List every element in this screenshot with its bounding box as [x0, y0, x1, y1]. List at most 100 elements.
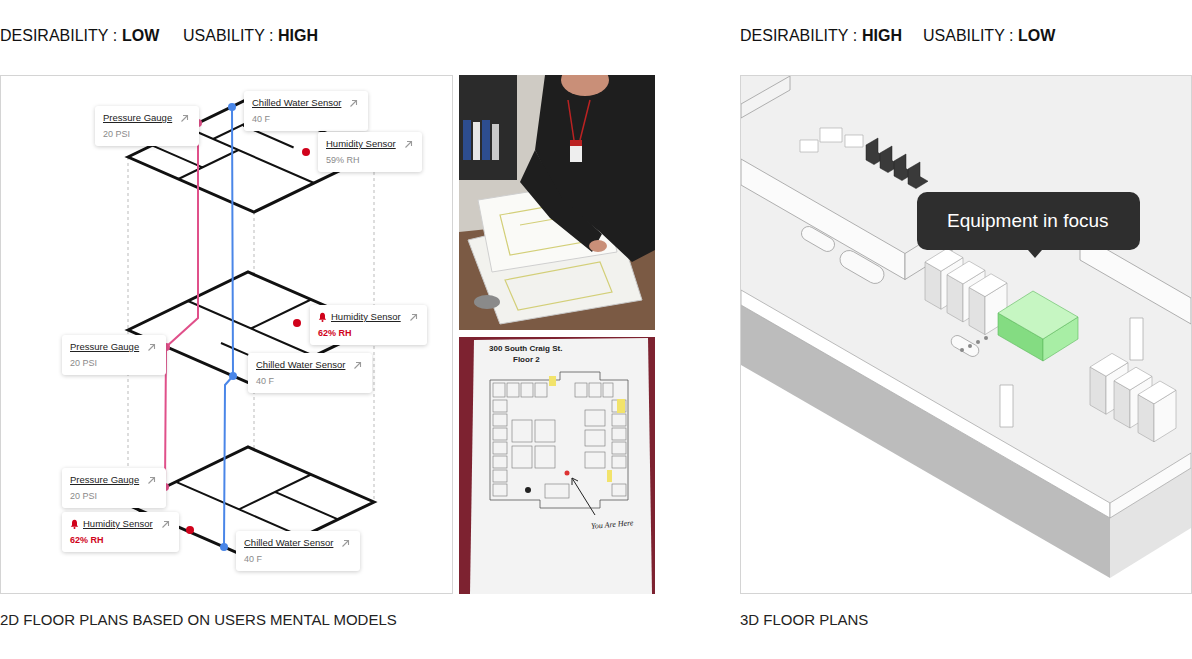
sensor-name: Humidity Sensor — [326, 138, 396, 150]
photo-binder — [492, 124, 499, 160]
box-top — [969, 274, 1007, 297]
photo-badge-band — [570, 140, 582, 146]
box-top — [925, 248, 963, 271]
tank — [799, 224, 837, 254]
focused-equipment — [998, 291, 1078, 361]
link-arrow — [149, 477, 155, 483]
map-room — [603, 383, 613, 397]
map-room — [612, 414, 626, 426]
sensor-card: Chilled Water Sensor 40 F — [248, 353, 372, 393]
card-title-row: Humidity Sensor — [318, 311, 419, 323]
photo-sign-text: Floor 2 — [513, 355, 540, 365]
map-room — [612, 456, 626, 468]
map-room — [512, 446, 532, 468]
map-room — [612, 428, 626, 440]
cabinet — [800, 140, 818, 152]
open-link-icon — [349, 99, 358, 108]
photo-binder — [463, 120, 471, 160]
map-room — [493, 442, 507, 454]
water-dot — [220, 543, 228, 551]
box-top — [998, 291, 1078, 339]
open-link-icon — [404, 140, 413, 149]
top-cabinets — [800, 128, 863, 152]
photo-binder — [473, 122, 480, 160]
water-dot — [228, 103, 236, 111]
outer-wall — [741, 290, 1110, 518]
sensor-card: Humidity Sensor 62% RH — [310, 305, 427, 345]
rating-label: USABILITY : — [183, 26, 273, 45]
link-arrow — [355, 362, 361, 368]
sensor-card: Humidity Sensor 59% RH — [318, 132, 422, 172]
alert-bell-icon — [318, 312, 327, 322]
panel-frame — [741, 76, 1192, 594]
map-room — [493, 414, 507, 426]
cabinet-box — [1138, 381, 1176, 442]
cabinet — [845, 135, 863, 147]
inner-wall — [741, 159, 905, 280]
sensor-value: 59% RH — [326, 155, 414, 166]
map-room — [585, 410, 605, 426]
link-arrow — [343, 540, 349, 546]
photo-paper-map — [459, 337, 655, 594]
sensor-name: Humidity Sensor — [83, 518, 153, 530]
map-room — [575, 383, 587, 397]
map-room — [493, 484, 507, 496]
map-room — [612, 442, 626, 454]
tank — [949, 333, 981, 358]
card-title-row: Pressure Gauge — [70, 474, 158, 486]
box-top — [1138, 381, 1176, 404]
map-room — [493, 400, 507, 412]
map-room — [493, 428, 507, 440]
panel-caption: 3D FLOOR PLANS — [740, 611, 868, 629]
photo-lanyard — [568, 100, 590, 140]
humidity-dot — [302, 148, 310, 156]
map-highlight — [549, 376, 556, 386]
map-room — [535, 383, 547, 397]
fixture — [960, 348, 964, 352]
map-room — [545, 484, 569, 498]
column — [1130, 318, 1143, 360]
sensor-name: Chilled Water Sensor — [252, 97, 341, 109]
sensor-value: 20 PSI — [70, 358, 158, 369]
card-title-row: Chilled Water Sensor — [256, 359, 364, 371]
box-top — [1114, 367, 1152, 390]
open-link-icon — [161, 520, 170, 529]
sensor-card: Pressure Gauge20 PSI — [95, 106, 199, 146]
open-link-icon — [341, 539, 350, 548]
photo-user-with-plans — [459, 75, 655, 330]
slab-front — [741, 305, 1110, 578]
card-title-row: Pressure Gauge — [70, 341, 158, 353]
alert-bell-icon — [70, 519, 79, 529]
photo-sheet — [470, 338, 652, 594]
pressure-pipe — [165, 123, 198, 487]
photo-hand — [589, 240, 607, 252]
map-room — [589, 383, 601, 397]
sensor-value: 62% RH — [318, 328, 419, 339]
cabinet-row — [925, 248, 1007, 334]
card-title-row: Chilled Water Sensor — [244, 537, 352, 549]
map-rooms — [493, 383, 626, 498]
sensor-card: Humidity Sensor62% RH — [62, 512, 179, 552]
map-marker — [525, 487, 531, 493]
photo-binder — [482, 120, 490, 160]
rating-label: DESIRABILITY : — [0, 26, 117, 45]
link-arrow — [149, 344, 155, 350]
inner-wall — [741, 76, 790, 118]
cabinet — [820, 128, 842, 142]
card-title-row: Humidity Sensor — [326, 138, 414, 150]
sensor-name: Pressure Gauge — [70, 341, 139, 353]
sensor-card: Chilled Water Sensor40 F — [244, 91, 368, 131]
open-link-icon — [353, 361, 362, 370]
sensor-name: Chilled Water Sensor — [256, 359, 345, 371]
photo-bowl — [474, 295, 500, 309]
wall — [176, 475, 338, 537]
sensor-value: 40 F — [256, 376, 364, 387]
map-you-dot — [565, 471, 570, 476]
map-room — [535, 446, 555, 468]
link-arrow — [182, 115, 188, 121]
map-room — [493, 456, 507, 468]
bell-body — [71, 520, 78, 527]
chilled-water-pipe — [224, 107, 233, 547]
map-room — [512, 420, 532, 442]
outer-wall — [1110, 453, 1191, 518]
